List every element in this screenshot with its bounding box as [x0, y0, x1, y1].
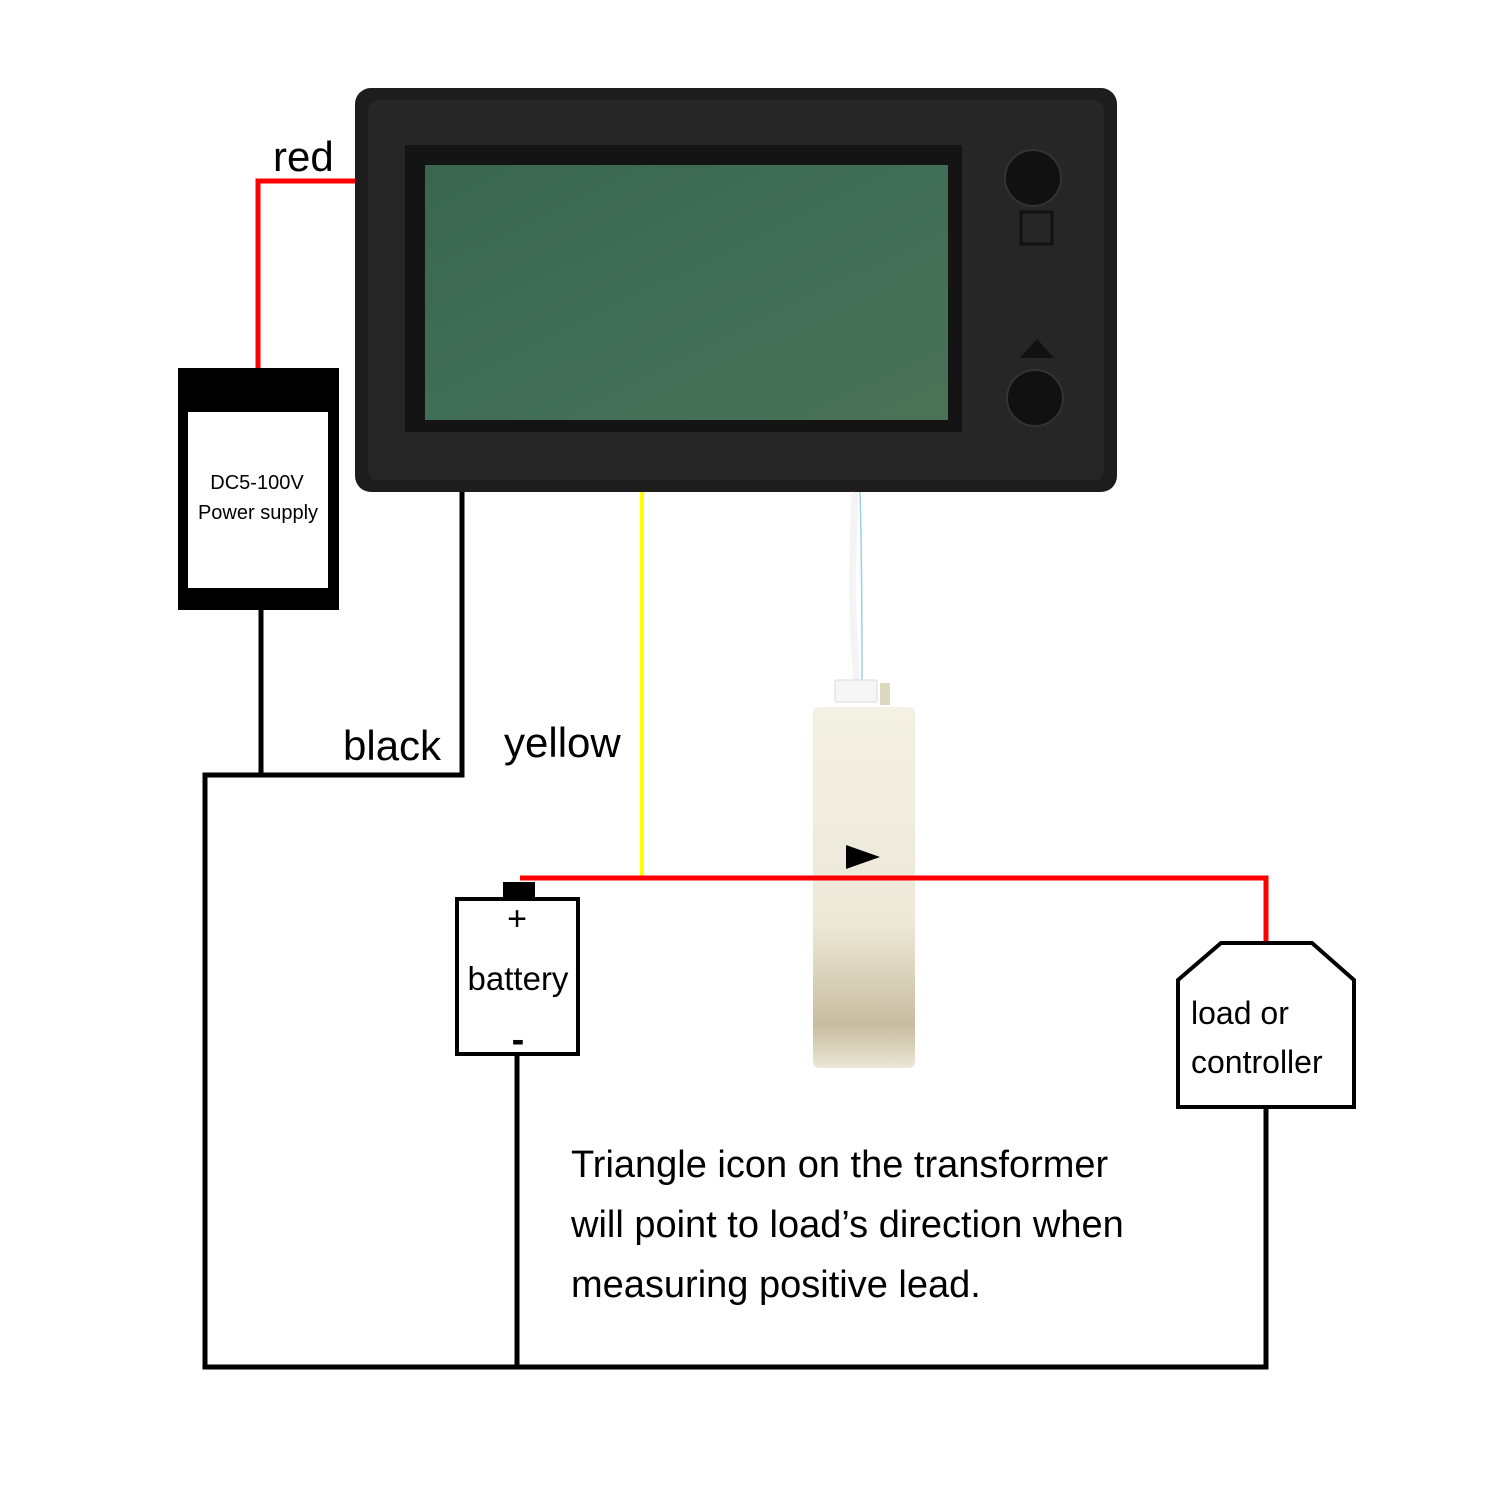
load-controller: load or controller	[1176, 941, 1356, 1109]
black-wire-meter	[202, 490, 1269, 1370]
up-triangle-icon	[1020, 339, 1054, 358]
battery: + battery -	[455, 882, 580, 1061]
power-supply-line2: Power supply	[198, 502, 318, 524]
power-supply-line1: DC5-100V	[210, 472, 304, 494]
battery-plus: +	[507, 900, 527, 938]
set-square-icon	[1019, 210, 1054, 246]
up-button[interactable]	[1006, 369, 1064, 427]
red-wire-positive	[520, 875, 1269, 943]
direction-triangle-icon	[846, 845, 880, 869]
red-wire-label: red	[273, 133, 334, 180]
load-line2: controller	[1191, 1044, 1323, 1080]
red-wire-supply	[255, 178, 357, 370]
battery-minus: -	[512, 1019, 525, 1061]
yellow-wire-label: yellow	[504, 719, 621, 766]
direction-note: Triangle icon on the transformer will po…	[570, 1144, 1124, 1306]
black-wires	[202, 490, 1269, 1370]
black-wire-label: black	[343, 722, 442, 769]
set-button[interactable]	[1004, 149, 1062, 207]
power-supply: DC5-100V Power supply	[178, 368, 339, 610]
current-sensor	[813, 491, 915, 1068]
lcd-screen	[425, 165, 948, 420]
load-line1: load or	[1191, 995, 1289, 1031]
meter-device	[355, 88, 1117, 492]
note-line2: will point to load’s direction when	[570, 1204, 1124, 1246]
battery-label: battery	[468, 960, 569, 997]
note-line3: measuring positive lead.	[571, 1264, 981, 1306]
note-line1: Triangle icon on the transformer	[571, 1144, 1109, 1186]
